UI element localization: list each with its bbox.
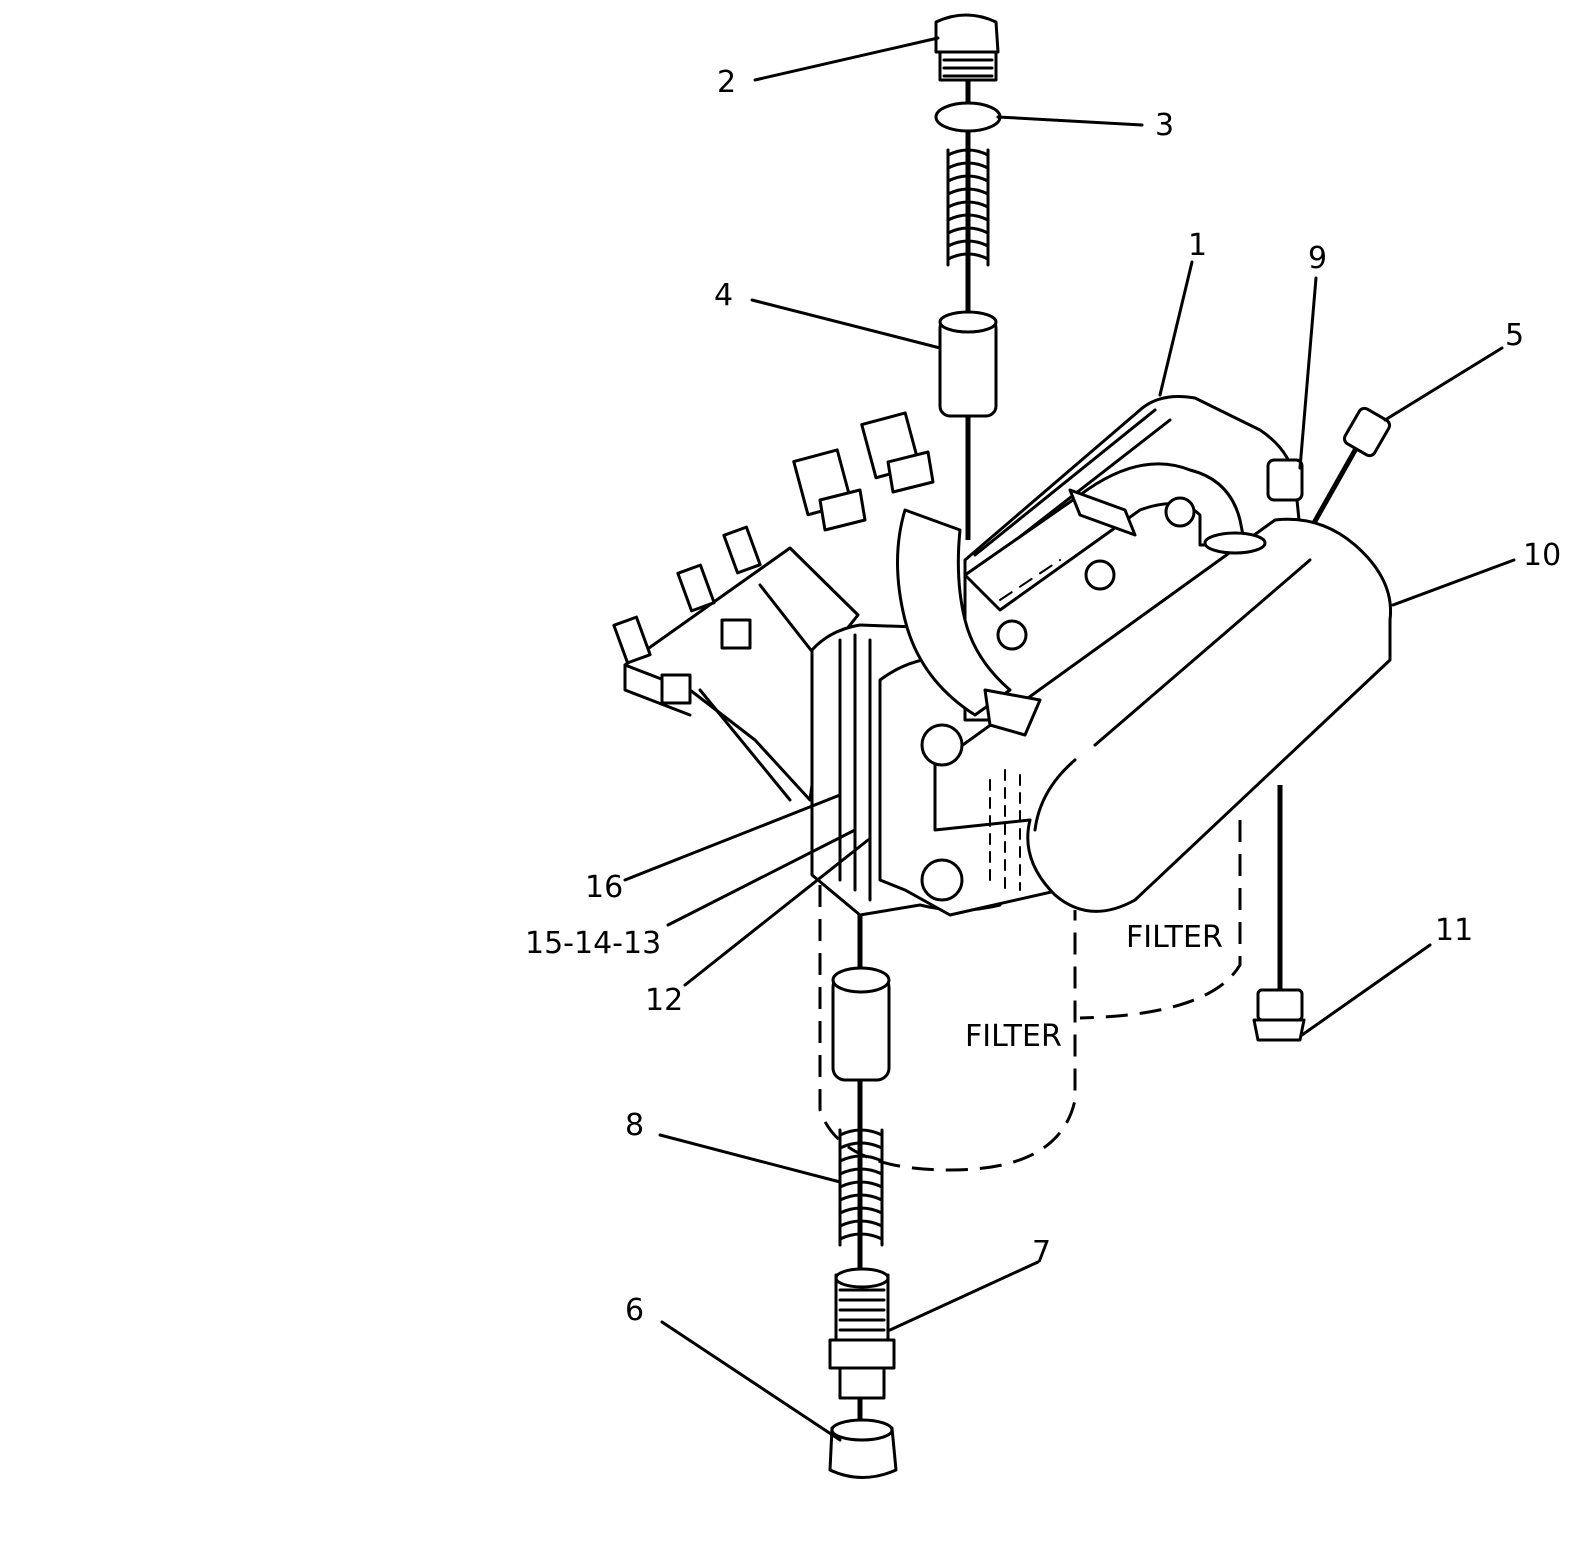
- callout-5: 5: [1505, 318, 1524, 353]
- callout-2: 2: [717, 65, 736, 100]
- callout-9: 9: [1308, 241, 1327, 276]
- nut-6: [828, 1418, 898, 1479]
- callout-labels: 2 3 4 1 9 5 10 11 16 15-14-13 12 8 7 6 F…: [525, 65, 1561, 1328]
- callout-1: 1: [1188, 228, 1207, 263]
- leader-lines: [623, 36, 1516, 1442]
- flange-studs: [612, 525, 762, 705]
- callout-10: 10: [1523, 538, 1561, 573]
- housing-bolts: [920, 458, 1304, 902]
- filter-outlines: [818, 820, 1242, 1172]
- plug-2: [934, 13, 1000, 82]
- lower-valve-cylinder: [831, 966, 891, 1082]
- callout-15-14-13: 15-14-13: [525, 926, 661, 961]
- callout-8: 8: [625, 1108, 644, 1143]
- plug-5: [1342, 406, 1392, 458]
- housing-assembly: [612, 395, 1393, 917]
- callout-3: 3: [1155, 108, 1174, 143]
- o-ring-3: [934, 101, 1002, 133]
- fitting-7: [828, 1267, 896, 1400]
- callout-16: 16: [585, 870, 623, 905]
- callout-4: 4: [714, 278, 733, 313]
- upper-fittings: [792, 411, 935, 532]
- lower-spring-8: [838, 1128, 884, 1247]
- upper-spring: [946, 148, 990, 267]
- valve-cylinder-4: [938, 310, 998, 418]
- callout-11: 11: [1435, 913, 1473, 948]
- callout-7: 7: [1032, 1235, 1051, 1270]
- callout-12: 12: [645, 983, 683, 1018]
- drain-plug-11: [1252, 988, 1306, 1042]
- filter-annotation-lower: FILTER: [965, 1019, 1062, 1054]
- callout-6: 6: [625, 1293, 644, 1328]
- filter-annotation-upper: FILTER: [1126, 920, 1223, 955]
